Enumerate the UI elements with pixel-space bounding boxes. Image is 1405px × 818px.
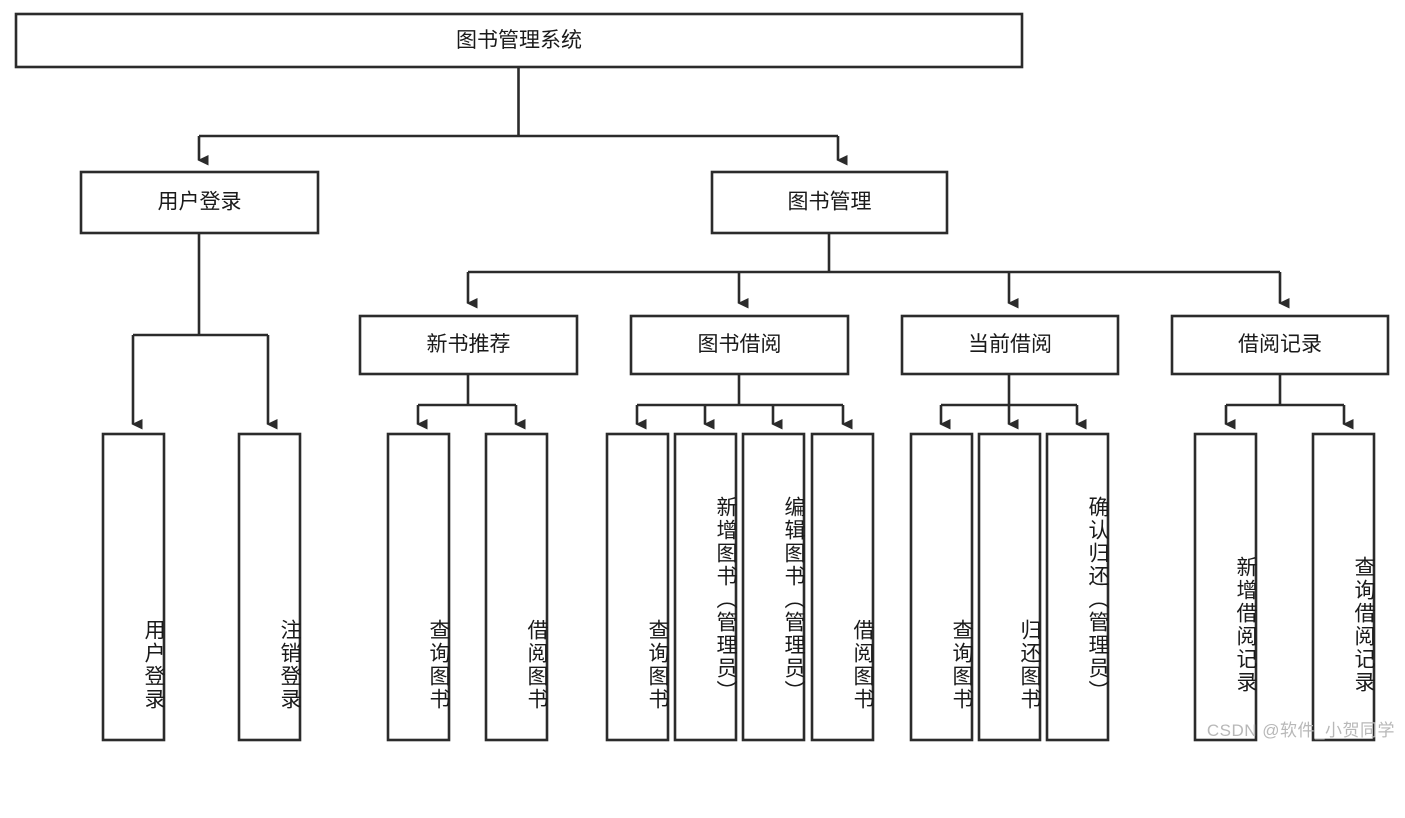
leaf-borrow-record-1[interactable] — [1193, 432, 1258, 742]
node-user-login-label: 用户登录 — [158, 191, 242, 214]
leaf-book-borrow-2[interactable] — [673, 432, 738, 742]
node-current-borrow[interactable] — [900, 314, 1120, 376]
leaf-current-borrow-2[interactable] — [977, 432, 1042, 742]
leaf-current-borrow-1[interactable] — [909, 432, 974, 742]
node-book-borrow[interactable] — [629, 314, 850, 376]
node-new-book-recommend[interactable] — [358, 314, 579, 376]
node-root-label: 图书管理系统 — [456, 29, 582, 52]
leaf-user-login-1[interactable] — [101, 432, 166, 742]
node-root[interactable] — [14, 12, 1024, 69]
leaf-new-book-1[interactable] — [386, 432, 451, 742]
leaf-book-borrow-3[interactable] — [741, 432, 806, 742]
node-borrow-record[interactable] — [1170, 314, 1390, 376]
leaf-new-book-2[interactable] — [484, 432, 549, 742]
node-book-manage-label: 图书管理 — [788, 191, 872, 214]
node-book-manage[interactable] — [710, 170, 949, 235]
flowchart-canvas: 图书管理系统 用户登录 图书管理 新书推荐 图书借阅 当前借阅 借阅记录 — [14, 12, 1395, 742]
node-borrow-record-label: 借阅记录 — [1238, 333, 1322, 356]
node-book-borrow-label: 图书借阅 — [698, 333, 782, 356]
leaf-current-borrow-3[interactable] — [1045, 432, 1110, 742]
leaf-book-borrow-1[interactable] — [605, 432, 670, 742]
node-current-borrow-label: 当前借阅 — [968, 333, 1052, 356]
csdn-watermark: CSDN @软件_小贺同学 — [1206, 721, 1395, 740]
tree-diagram: 图书管理系统 用户登录 图书管理 新书推荐 图书借阅 当前借阅 借阅记录 — [14, 12, 1390, 742]
leaf-borrow-record-2[interactable] — [1311, 432, 1376, 742]
leaf-book-borrow-4[interactable] — [810, 432, 875, 742]
node-new-book-recommend-label: 新书推荐 — [427, 333, 511, 356]
leaf-user-login-2[interactable] — [237, 432, 302, 742]
node-user-login[interactable] — [79, 170, 320, 235]
